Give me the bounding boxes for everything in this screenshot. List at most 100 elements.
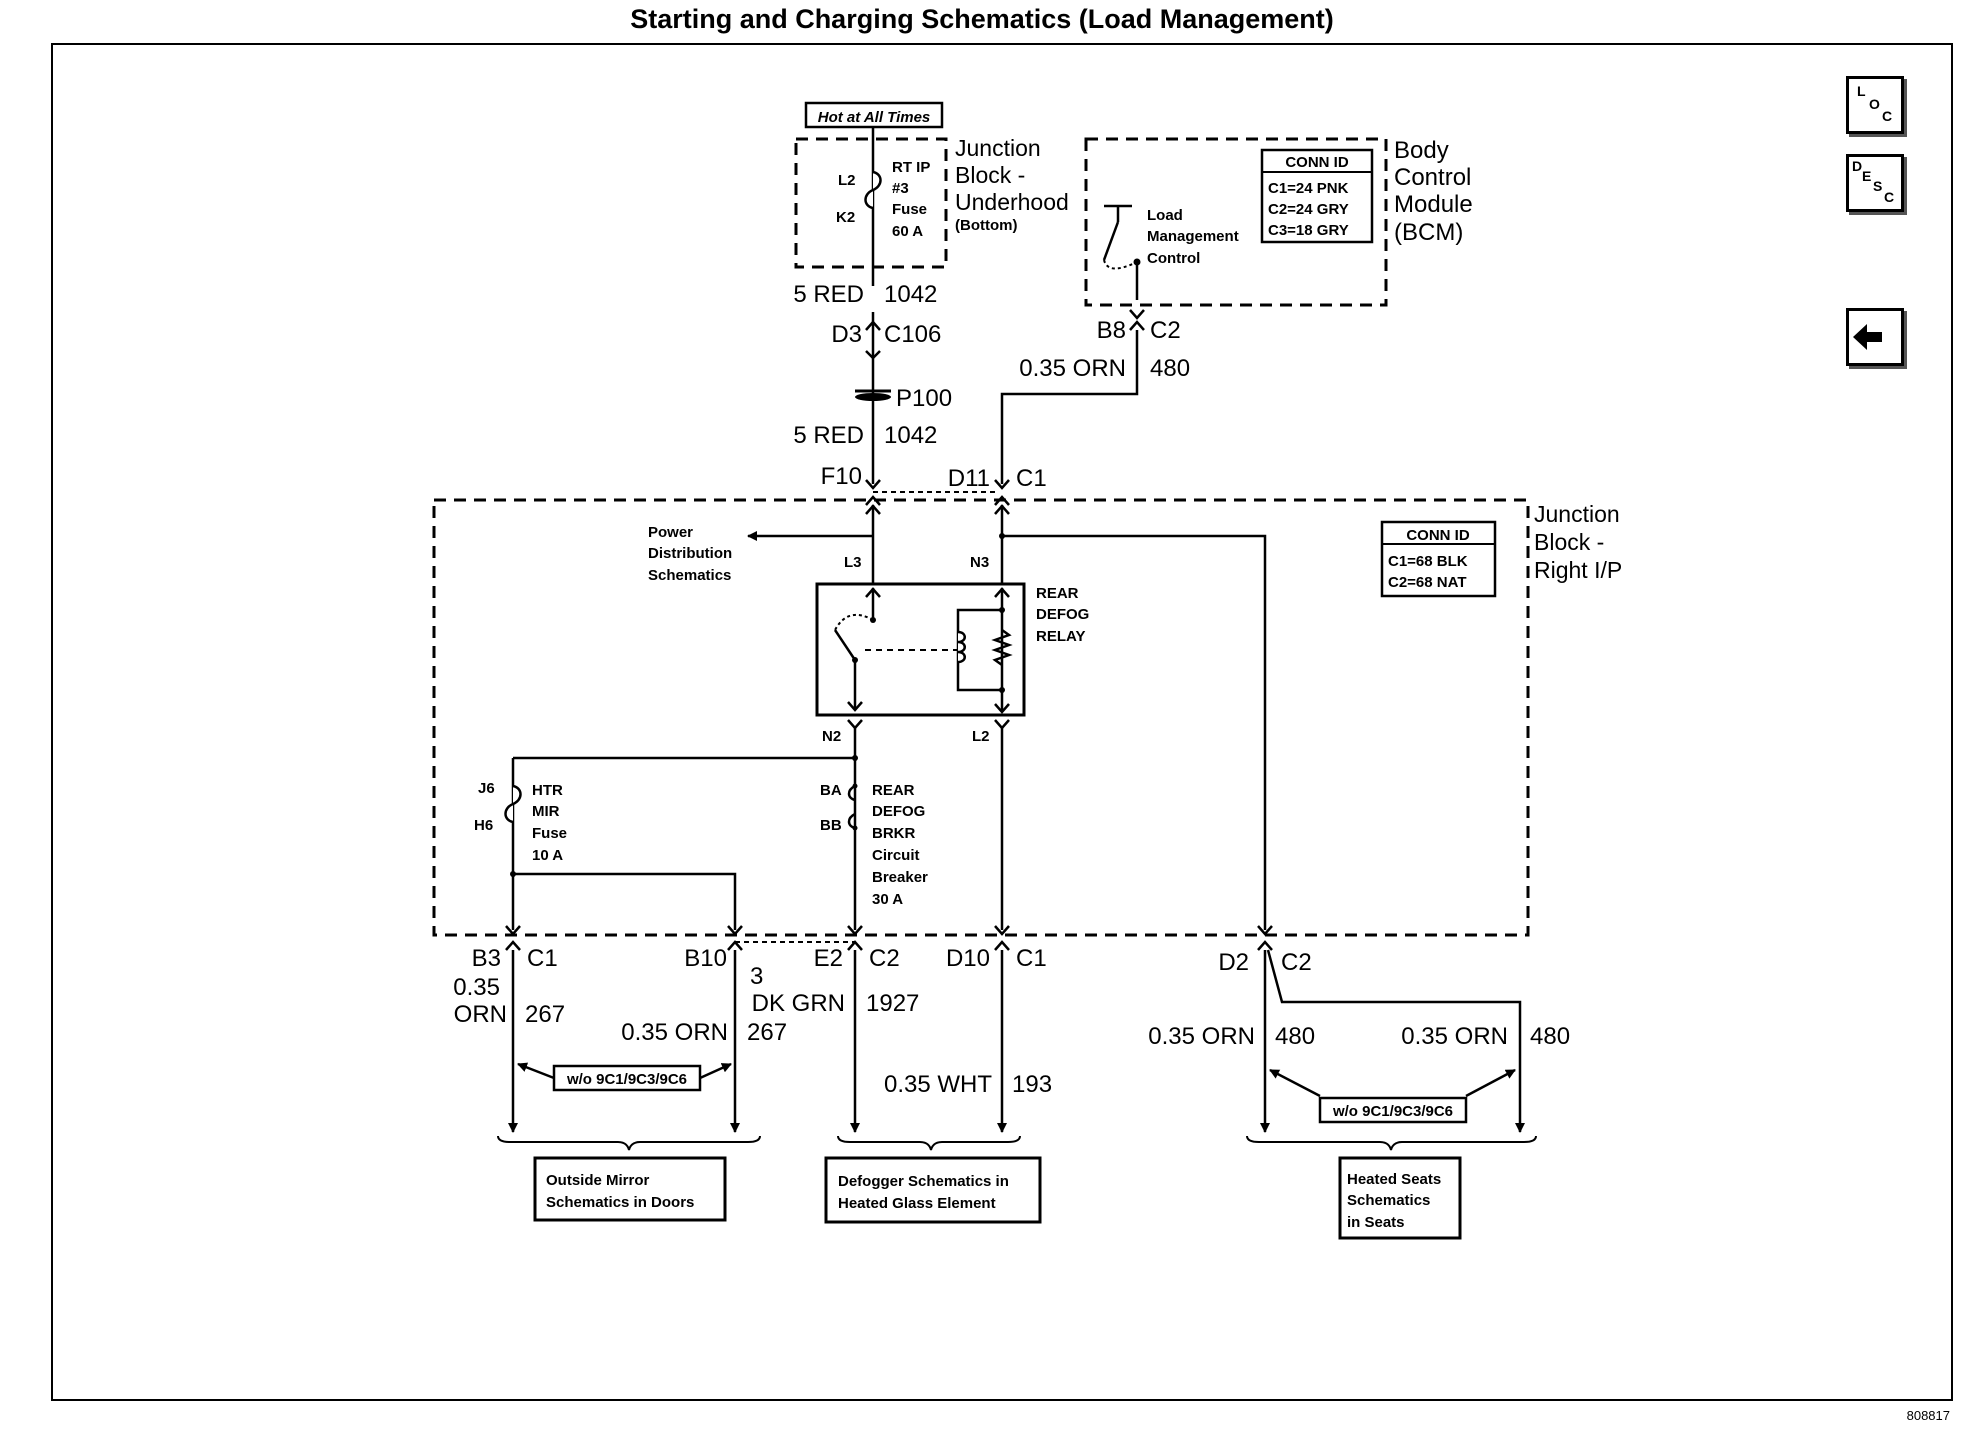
- htr-mir-fuse-symbol: [504, 784, 522, 824]
- seats-option-arrow-right: [1465, 1068, 1516, 1098]
- splice-p100: P100: [896, 385, 952, 412]
- fuse-60a-line4: 60 A: [892, 223, 923, 240]
- page-title: Starting and Charging Schematics (Load M…: [630, 4, 1334, 34]
- breaker-label-2: DEFOG: [872, 803, 925, 820]
- back-button[interactable]: [1846, 308, 1904, 366]
- fuse-pin-k2: K2: [836, 209, 855, 226]
- loc-button[interactable]: L O C: [1846, 76, 1904, 134]
- desc-letter-4: C: [1884, 189, 1895, 205]
- power-dist-line1: Power: [648, 524, 693, 541]
- feed-wire-bottom-gauge: 5 RED: [793, 422, 864, 449]
- htr-fuse-label-3: Fuse: [532, 825, 567, 842]
- switch-label-1: Load: [1147, 207, 1183, 224]
- mirror-ref-line1: Outside Mirror: [546, 1172, 650, 1189]
- desc-letter-1: D: [1852, 158, 1863, 174]
- jb-underhood-name-1: Junction: [955, 135, 1041, 161]
- relay-coil-dot-bottom: [999, 687, 1005, 693]
- wire-b3-gauge: 0.35: [453, 974, 500, 1001]
- jb-ip-name-3: Right I/P: [1534, 557, 1622, 583]
- relay-coil-top-arrow: [994, 587, 1010, 598]
- bcm-name-4: (BCM): [1394, 219, 1463, 246]
- mirror-ref-box: [533, 1156, 727, 1222]
- wire-d2-right-gauge: 0.35 ORN: [1401, 1023, 1508, 1050]
- conn-d2-c2: C2: [1281, 949, 1312, 976]
- defog-ref-line1: Defogger Schematics in: [838, 1173, 1009, 1190]
- loc-letter-3: C: [1882, 108, 1893, 124]
- jb-underhood-name-2: Block -: [955, 162, 1025, 188]
- conn-c106: C106: [884, 321, 941, 348]
- seats-ref-line3: in Seats: [1347, 1214, 1405, 1231]
- conn-c106-symbol: [865, 320, 881, 360]
- bcm-wire-gauge: 0.35 ORN: [1019, 355, 1126, 382]
- conn-b3: B3: [472, 945, 501, 972]
- bcm-conn-id-title: CONN ID: [1285, 154, 1349, 171]
- bcm-name-3: Module: [1394, 191, 1473, 218]
- switch-dotted-arc: [1103, 259, 1138, 270]
- jb-ip-conn-id-title: CONN ID: [1406, 527, 1470, 544]
- htr-fuse-pin-j6: J6: [478, 780, 495, 797]
- bcm-conn-c1: C1=24 PNK: [1268, 180, 1349, 197]
- junction-block-underhood-outline: [794, 137, 948, 269]
- seats-ref-box: [1338, 1156, 1462, 1240]
- bcm-name-2: Control: [1394, 164, 1471, 191]
- conn-b8-c2: C2: [1150, 317, 1181, 344]
- relay-name-2: DEFOG: [1036, 606, 1089, 623]
- fuse-60a-symbol: [864, 170, 882, 210]
- hot-at-all-times-label: Hot at All Times: [818, 109, 931, 126]
- breaker-label-3: BRKR: [872, 825, 915, 842]
- htr-to-b10-wire: [513, 872, 737, 930]
- breaker-pin-bb: BB: [820, 817, 842, 834]
- mirror-brace: [497, 1135, 761, 1151]
- wire-d2-right-circuit: 480: [1530, 1023, 1570, 1050]
- relay-pin-n3: N3: [970, 554, 989, 571]
- bcm-name-1: Body: [1394, 137, 1449, 164]
- bcm-outline: [1084, 137, 1388, 307]
- htr-splice-dot: [510, 871, 516, 877]
- seats-option-arrow-left: [1269, 1068, 1321, 1098]
- bcm-conn-c3: C3=18 GRY: [1268, 222, 1349, 239]
- relay-coil-dot-top: [999, 607, 1005, 613]
- desc-button[interactable]: D E S C: [1846, 154, 1904, 212]
- power-dist-line2: Distribution: [648, 545, 732, 562]
- wire-480-right: [1266, 949, 1525, 1133]
- fuse-60a-line2: #3: [892, 180, 909, 197]
- wire-b3-circuit: 267: [525, 1001, 565, 1028]
- relay-contact-arc: [834, 613, 874, 631]
- bcm-wire-480: [1000, 330, 1139, 484]
- mirror-option-label: w/o 9C1/9C3/9C6: [566, 1071, 687, 1088]
- relay-pin-l3: L3: [844, 554, 862, 571]
- jb-ip-conn-c1: C1=68 BLK: [1388, 553, 1468, 570]
- bcm-conn-c2: C2=24 GRY: [1268, 201, 1349, 218]
- conn-d11: D11: [948, 465, 990, 492]
- defog-ref-box: [824, 1156, 1042, 1224]
- seats-ref-line2: Schematics: [1347, 1192, 1430, 1209]
- jb-ip-name-2: Block -: [1534, 529, 1604, 555]
- conn-b3-c1: C1: [527, 945, 558, 972]
- wire-b10-circuit: 267: [747, 1019, 787, 1046]
- defog-ref-line2: Heated Glass Element: [838, 1195, 996, 1212]
- breaker-pin-ba: BA: [820, 782, 842, 799]
- conn-f10: F10: [821, 463, 862, 490]
- wire-e2-circuit: 1927: [866, 990, 919, 1017]
- relay-name-3: RELAY: [1036, 628, 1085, 645]
- conn-e2: E2: [814, 945, 843, 972]
- page-border: [51, 43, 1953, 1401]
- mirror-option-arrow-left: [517, 1062, 555, 1080]
- conn-f10-symbol: [865, 479, 881, 506]
- conn-b10: B10: [684, 945, 727, 972]
- htr-fuse-label-1: HTR: [532, 782, 563, 799]
- n3-splice-dot: [999, 533, 1005, 539]
- feed-wire-bottom-circuit: 1042: [884, 422, 937, 449]
- wire-d10-circuit: 193: [1012, 1071, 1052, 1098]
- mirror-option-arrow-right: [699, 1062, 732, 1080]
- jb-ip-conn-c2: C2=68 NAT: [1388, 574, 1467, 591]
- conn-b3-symbol: [505, 925, 521, 951]
- conn-d2: D2: [1218, 949, 1249, 976]
- relay-armature: [833, 629, 857, 661]
- conn-d2-symbol: [1257, 925, 1273, 951]
- n2-splice-dot: [852, 755, 858, 761]
- jb-ip-conn-id-box: [1380, 520, 1497, 598]
- relay-pin-l2: L2: [972, 728, 990, 745]
- n3-to-d2-wire: [1002, 534, 1267, 930]
- seats-option-label: w/o 9C1/9C3/9C6: [1332, 1103, 1453, 1120]
